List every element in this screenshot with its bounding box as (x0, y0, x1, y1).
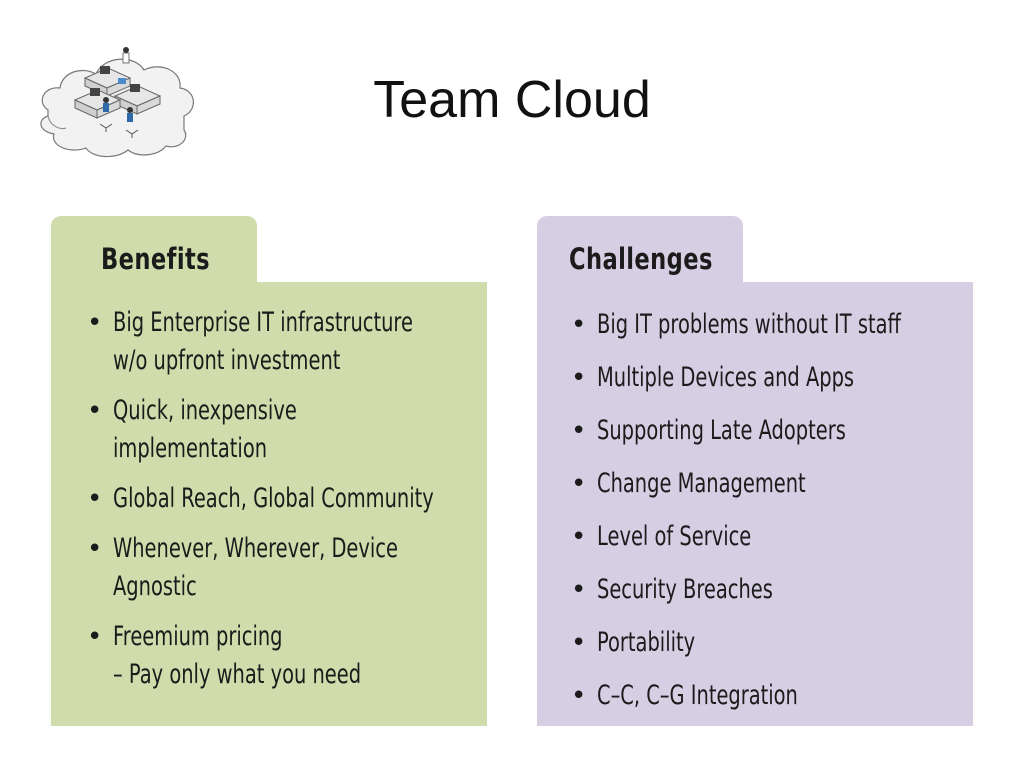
list-item-text: Quick, inexpensive (113, 395, 297, 426)
benefits-tab (51, 216, 257, 288)
challenges-heading: Challenges (569, 242, 713, 276)
list-item: • C–C, C–G Integration (571, 677, 1019, 715)
benefits-list: • Big Enterprise IT infrastructure w/o upf… (87, 304, 559, 706)
bullet-icon: • (571, 469, 587, 499)
list-item-text: Agnostic (113, 571, 197, 602)
list-item-text: Multiple Devices and Apps (597, 362, 855, 393)
team-cloud-logo-icon (40, 47, 194, 158)
bullet-icon: • (87, 534, 103, 564)
list-item-text: – Pay only what you need (113, 659, 362, 690)
bullet-icon: • (87, 308, 103, 338)
list-item: • Freemium pricing – Pay only what you nee… (87, 618, 559, 694)
list-item: • Quick, inexpensive implementation (87, 392, 559, 468)
list-item-text: Freemium pricing (113, 621, 283, 652)
bullet-icon: • (571, 416, 587, 446)
list-item: • Big Enterprise IT infrastructure w/o upf… (87, 304, 559, 380)
bullet-icon: • (571, 681, 587, 711)
challenges-body (537, 282, 973, 726)
bullet-icon: • (571, 628, 587, 658)
challenges-list: • Big IT problems without IT staff • Multip… (571, 306, 1019, 730)
list-item-text: Level of Service (597, 521, 752, 552)
list-item: • Change Management (571, 465, 1019, 503)
slide-title: Team Cloud (373, 71, 651, 129)
challenges-tab (537, 216, 743, 288)
bullet-icon: • (87, 484, 103, 514)
bullet-icon: • (571, 575, 587, 605)
bullet-icon: • (87, 622, 103, 652)
benefits-body (51, 282, 487, 726)
list-item-text: Change Management (597, 468, 806, 499)
benefits-heading: Benefits (101, 242, 211, 276)
list-item: • Supporting Late Adopters (571, 412, 1019, 450)
list-item-text: implementation (113, 433, 268, 464)
list-item: • Security Breaches (571, 571, 1019, 609)
list-item-text: Security Breaches (597, 574, 773, 605)
bullet-icon: • (571, 363, 587, 393)
list-item: • Multiple Devices and Apps (571, 359, 1019, 397)
list-item-text: Portability (597, 627, 696, 658)
bullet-icon: • (571, 522, 587, 552)
list-item-text: w/o upfront investment (113, 345, 341, 376)
benefits-panel: Benefits • Big Enterprise IT infrastructu… (51, 216, 487, 726)
list-item-text: Supporting Late Adopters (597, 415, 846, 446)
list-item: • Global Reach, Global Community (87, 480, 559, 518)
list-item: • Big IT problems without IT staff (571, 306, 1019, 344)
bullet-icon: • (87, 396, 103, 426)
list-item: • Portability (571, 624, 1019, 662)
challenges-panel: Challenges • Big IT problems without IT s… (537, 216, 973, 726)
list-item-text: Big IT problems without IT staff (597, 309, 901, 340)
list-item-text: Global Reach, Global Community (113, 483, 434, 514)
list-item-text: C–C, C–G Integration (597, 680, 798, 711)
list-item-text: Whenever, Wherever, Device (113, 533, 398, 564)
bullet-icon: • (571, 310, 587, 340)
list-item: • Level of Service (571, 518, 1019, 556)
list-item-text: Big Enterprise IT infrastructure (113, 307, 413, 338)
